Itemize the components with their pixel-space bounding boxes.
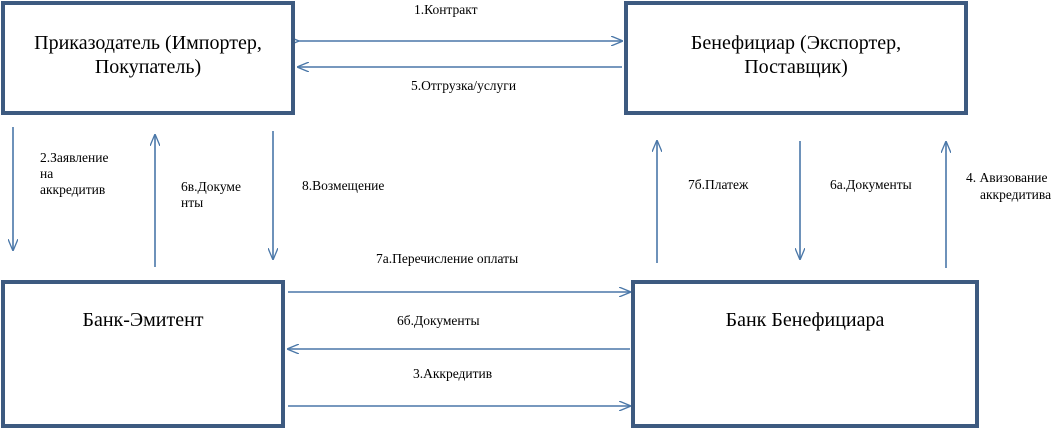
label-advising-1: 4. Авизование — [966, 170, 1048, 185]
label-contract: 1.Контракт — [414, 2, 478, 17]
label-reimbursement: 8.Возмещение — [302, 178, 385, 193]
label-payment-7a: 7а.Перечисление оплаты — [376, 251, 519, 266]
importer-box: Приказодатель (Импортер, Покупатель) — [1, 1, 295, 115]
issuing-bank-title: Банк-Эмитент — [82, 309, 204, 331]
beneficiary-title: Бенефициар (Экспортер, Поставщик) — [690, 32, 902, 78]
beneficiary-bank-box: Банк Бенефициара — [631, 280, 979, 428]
beneficiary-bank-title: Банк Бенефициара — [725, 309, 885, 331]
label-payment-7b: 7б.Платеж — [688, 177, 749, 192]
label-application-3: аккредитив — [40, 182, 106, 197]
label-docs-6b: 6б.Документы — [397, 313, 480, 328]
label-docs-6a: 6а.Документы — [830, 177, 912, 192]
label-docs-6v-2: нты — [181, 195, 204, 210]
label-advising-2: аккредитива — [980, 187, 1052, 202]
issuing-bank-box: Банк-Эмитент — [1, 280, 285, 428]
importer-title: Приказодатель (Импортер, Покупатель) — [34, 32, 262, 78]
label-docs-6v-1: 6в.Докуме — [181, 179, 241, 194]
label-application-2: на — [40, 166, 54, 181]
beneficiary-box: Бенефициар (Экспортер, Поставщик) — [624, 1, 968, 115]
label-letter-of-credit: 3.Аккредитив — [413, 366, 493, 381]
label-application-1: 2.Заявление — [40, 150, 109, 165]
label-shipment: 5.Отгрузка/услуги — [411, 78, 517, 93]
